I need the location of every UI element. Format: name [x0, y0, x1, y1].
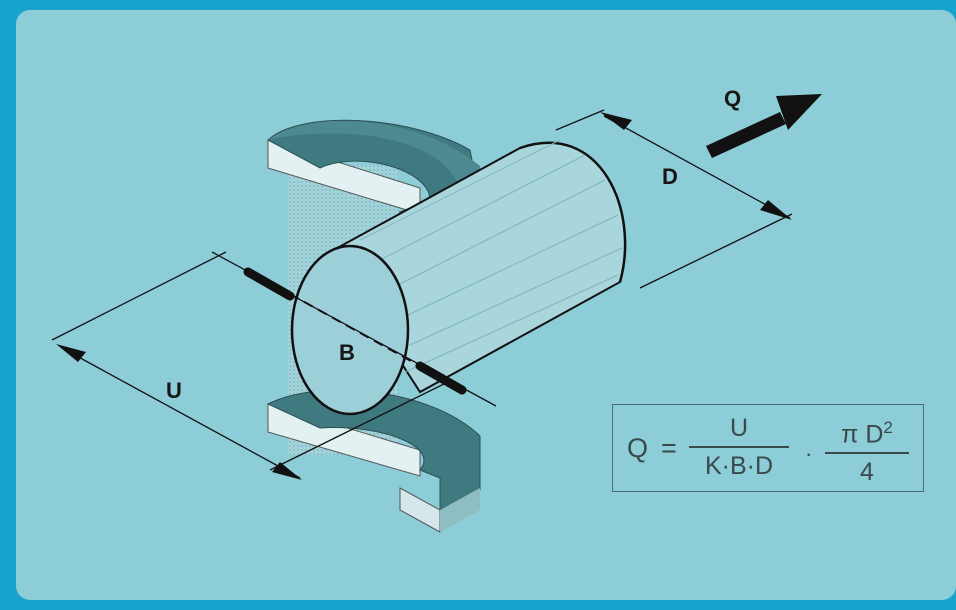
flow-arrow: [706, 94, 822, 158]
pipe-cross-section: [290, 244, 410, 416]
fraction-1-numerator: U: [729, 414, 749, 442]
flow-formula: Q = U K·B·D · π D2 4: [612, 404, 924, 492]
electrode-axis: [211, 251, 497, 407]
diameter-label: D: [662, 164, 678, 189]
formula-multiply-dot: ·: [805, 441, 813, 466]
flow-label: Q: [724, 86, 742, 111]
fraction-1-denominator: K·B·D: [704, 452, 774, 480]
fraction-2-bar: [825, 452, 909, 455]
fraction-2-denominator: 4: [860, 458, 874, 487]
dimension-d: [555, 109, 793, 289]
fraction-2-numerator: π D2: [825, 413, 909, 449]
fraction-2-numerator-base: π D: [841, 420, 884, 449]
lower-magnet: [266, 389, 481, 533]
formula-fraction-1: U K·B·D: [689, 413, 789, 481]
formula-equals: =: [661, 433, 677, 463]
dimension-u: [51, 251, 453, 480]
formula-fraction-2: π D2 4: [825, 413, 909, 487]
voltage-label: U: [166, 378, 182, 403]
fraction-1-bar: [689, 446, 789, 448]
formula-lhs: Q: [627, 433, 649, 463]
fraction-2-exponent: 2: [883, 418, 893, 437]
field-label: B: [339, 340, 355, 365]
pipe: [290, 139, 627, 416]
